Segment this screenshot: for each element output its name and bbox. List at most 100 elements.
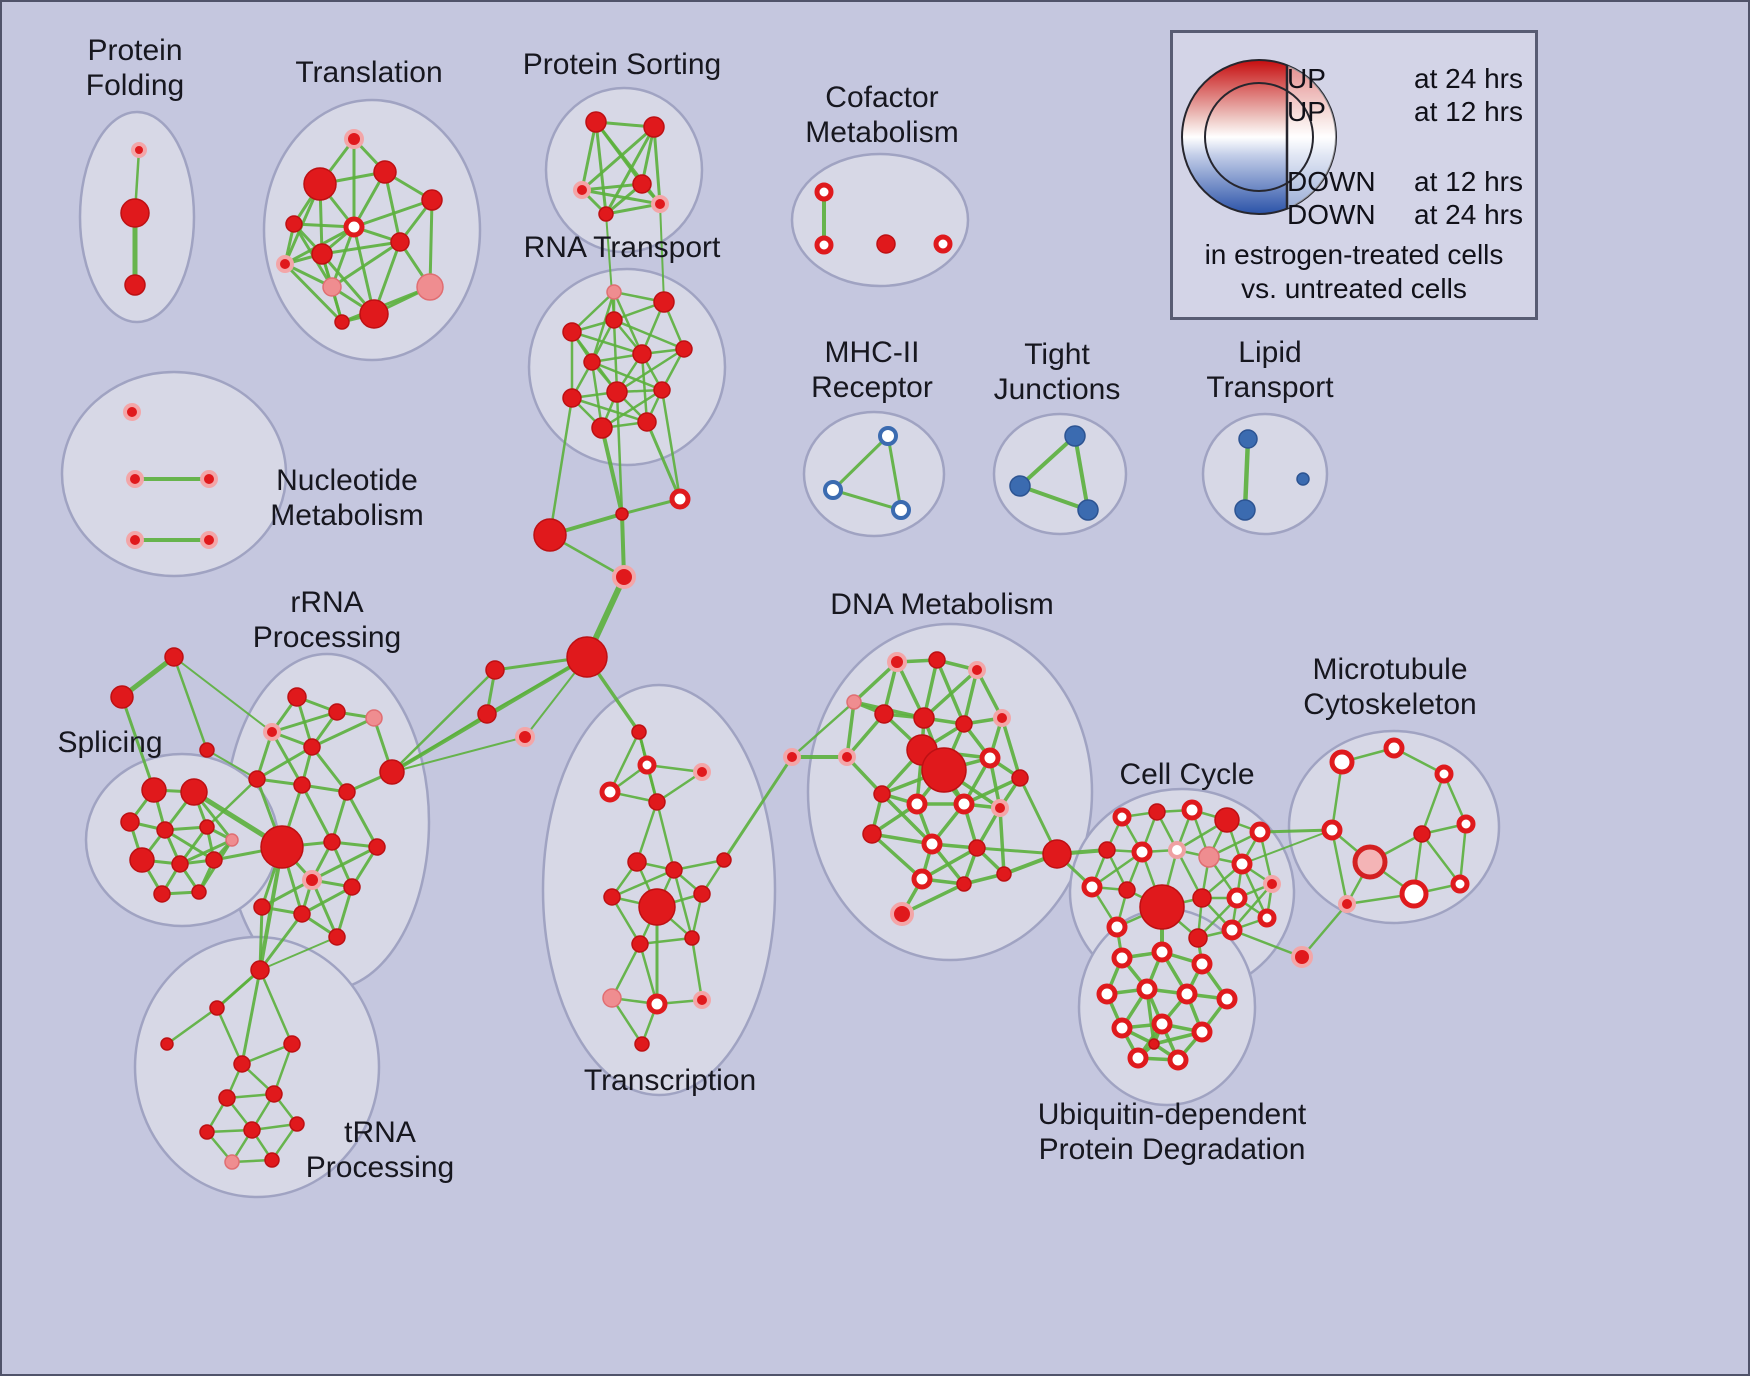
node-rt4 <box>583 353 601 371</box>
cluster-label-ps: Protein Sorting <box>523 48 721 81</box>
edge <box>330 225 356 289</box>
node-bb8 <box>515 727 535 747</box>
edge <box>345 790 379 849</box>
edge <box>1230 928 1304 959</box>
cluster-ellipse-dm <box>806 622 1094 962</box>
cluster-ellipse-ps <box>544 86 704 254</box>
edge <box>120 695 156 792</box>
node-sp7 <box>171 855 189 873</box>
node-cc2 <box>1148 803 1166 821</box>
edge <box>383 170 402 244</box>
node-dm13 <box>1011 769 1029 787</box>
node-tp7 <box>265 1085 283 1103</box>
node-cc19 <box>1221 919 1243 941</box>
edge <box>1018 484 1090 512</box>
edge <box>645 420 682 501</box>
node-dm2 <box>928 651 946 669</box>
node-bb5 <box>566 636 608 678</box>
edge <box>600 426 624 516</box>
node-bb13 <box>783 748 801 766</box>
node-cc13 <box>1139 884 1185 930</box>
edge <box>615 390 624 516</box>
edge <box>672 868 694 940</box>
node-cc6 <box>1098 841 1116 859</box>
node-tx14 <box>602 988 622 1008</box>
node-cc12 <box>1118 881 1136 899</box>
cluster-ellipse-cm <box>790 152 970 288</box>
node-mc5 <box>1352 844 1388 880</box>
node-dm15 <box>906 793 928 815</box>
node-tj3 <box>1077 499 1099 521</box>
node-nm2 <box>126 470 144 488</box>
edge <box>215 1006 244 1066</box>
node-rr16 <box>253 898 271 916</box>
edge <box>173 656 273 733</box>
node-mh3 <box>891 500 911 520</box>
node-cc1 <box>1112 807 1132 827</box>
edge <box>300 783 334 844</box>
node-ps6 <box>651 195 669 213</box>
edge <box>240 968 262 1066</box>
node-tx3 <box>599 781 621 803</box>
edge <box>608 730 641 794</box>
node-ub2 <box>1151 941 1173 963</box>
edge <box>1300 902 1349 959</box>
node-tx1 <box>631 724 647 740</box>
edge <box>283 262 344 324</box>
node-cc10 <box>1231 853 1253 875</box>
node-tp4 <box>233 1055 251 1073</box>
node-rr3 <box>365 709 383 727</box>
edge <box>590 290 616 364</box>
edge <box>352 198 434 229</box>
edge <box>163 828 216 862</box>
node-ps3 <box>573 181 591 199</box>
node-rt12 <box>606 284 622 300</box>
edge <box>255 745 314 781</box>
node-sp3 <box>120 812 140 832</box>
node-dm1 <box>887 652 907 672</box>
edge <box>615 347 686 394</box>
legend-row-down-12hrs: DOWN at 12 hrs <box>1287 166 1527 198</box>
edge <box>300 885 354 916</box>
node-cc11 <box>1081 876 1103 898</box>
edge <box>604 202 662 216</box>
edge <box>594 120 608 216</box>
node-rr11 <box>323 833 341 851</box>
edge <box>310 745 349 794</box>
node-dm16 <box>953 793 975 815</box>
edge <box>1241 829 1333 865</box>
node-cc17 <box>1106 916 1128 938</box>
node-dm5 <box>874 704 894 724</box>
node-rr9 <box>338 783 356 801</box>
edge <box>258 912 304 972</box>
node-ft1 <box>164 647 184 667</box>
node-tr7 <box>390 232 410 252</box>
edge <box>1000 716 1022 780</box>
edge <box>320 240 402 256</box>
node-tx17 <box>634 1036 650 1052</box>
edge <box>660 388 682 501</box>
node-cc20 <box>1257 908 1277 928</box>
node-pf3 <box>124 274 146 296</box>
cluster-label-rt: RNA Transport <box>524 231 721 264</box>
node-tx2 <box>637 755 657 775</box>
edge <box>975 668 1004 720</box>
node-rt3 <box>653 291 675 313</box>
node-cc9 <box>1198 846 1220 868</box>
node-sp1 <box>141 777 167 803</box>
node-tr1 <box>344 129 364 149</box>
node-rr14 <box>343 878 361 896</box>
node-ub3 <box>1191 953 1213 975</box>
node-pf1 <box>131 142 147 158</box>
node-tr8 <box>311 243 333 265</box>
cluster-label-tr: Translation <box>295 56 442 89</box>
node-cc8 <box>1168 841 1186 859</box>
node-rt10 <box>591 417 613 439</box>
node-dm22 <box>956 876 972 892</box>
legend-time-label: at 24 hrs <box>1414 63 1523 94</box>
edge <box>722 755 794 862</box>
